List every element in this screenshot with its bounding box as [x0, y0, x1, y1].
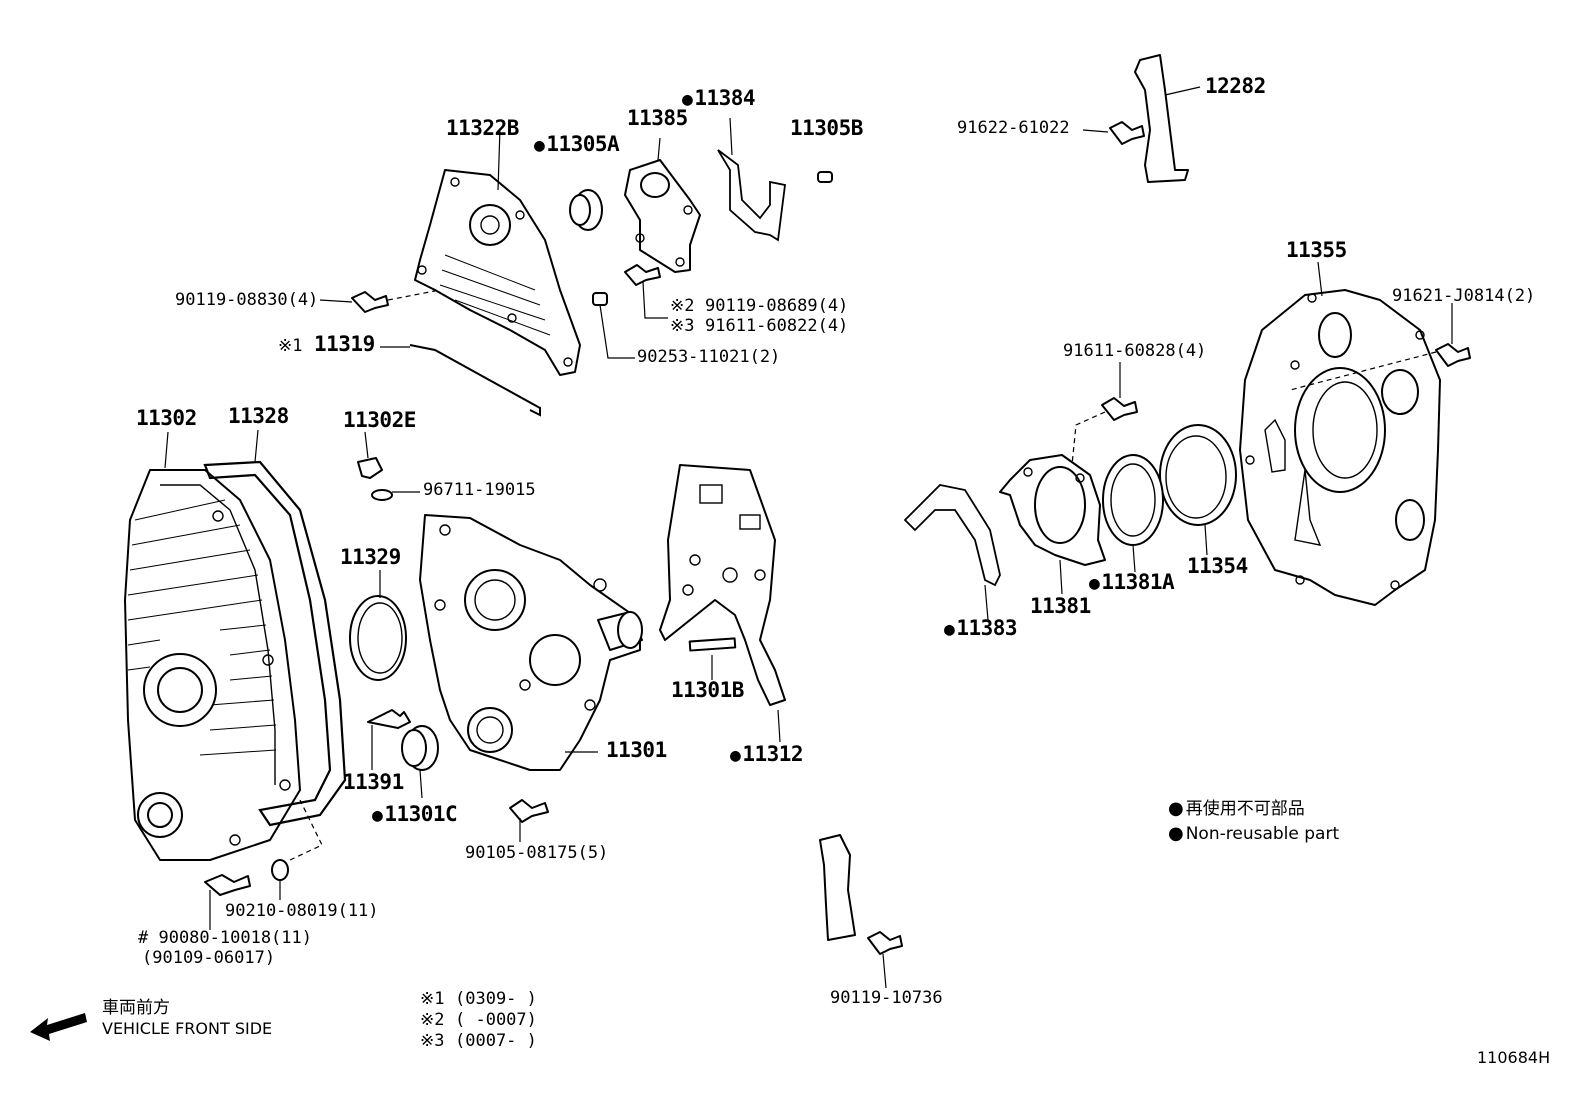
timing-cover-11302 — [124, 469, 301, 861]
label-11329: 11329 — [340, 545, 401, 569]
label-90119-10736: 90119-10736 — [830, 988, 943, 1008]
bolt-91621 — [1435, 343, 1471, 367]
direction-jp: 車両前方 — [102, 998, 170, 1018]
label-91622-61022: 91622-61022 — [957, 118, 1070, 138]
end-plate-11355 — [1239, 289, 1441, 606]
note-3-mark: ※3 — [420, 1031, 445, 1051]
label-11301: 11301 — [606, 738, 667, 762]
seal-11305A — [569, 189, 603, 231]
note-1-mark: ※1 — [420, 989, 445, 1009]
bolt-90119-08830 — [351, 291, 389, 313]
label-90109-06017: (90109-06017) — [142, 948, 276, 968]
label-11381: 11381 — [1030, 594, 1091, 618]
bracket-12282 — [1134, 54, 1189, 183]
label-11319: 11319 — [314, 332, 375, 356]
figure-id: 110684H — [1477, 1048, 1551, 1067]
washer-90210 — [271, 859, 289, 881]
oil-seal-11301C — [401, 725, 439, 771]
label-11354: 11354 — [1187, 554, 1248, 578]
bolt-90080 — [204, 874, 251, 896]
label-11301C: 11301C — [372, 804, 457, 825]
leader-lines — [164, 86, 1453, 989]
note-3-range: (0007- ) — [455, 1031, 537, 1051]
stud-11301B — [688, 637, 737, 652]
label-11391: 11391 — [343, 770, 404, 794]
case-gasket-11312 — [659, 464, 786, 706]
label-11355: 11355 — [1286, 238, 1347, 262]
legend-jp: 再使用不可部品 — [1168, 800, 1305, 818]
label-11383: 11383 — [944, 618, 1017, 639]
front-direction-arrow-icon — [30, 1013, 87, 1041]
legend-en: Non-reusable part — [1168, 825, 1339, 843]
pin-11305B — [817, 171, 833, 183]
note-2-range: ( -0007) — [455, 1010, 537, 1030]
rod-11319 — [409, 344, 541, 417]
pin-90253 — [592, 292, 608, 306]
gasket-11384 — [717, 149, 786, 242]
label-11312: 11312 — [730, 744, 803, 765]
label-90119-08830: 90119-08830(4) — [175, 290, 319, 310]
label-11384: 11384 — [682, 88, 755, 109]
bolt-90119-08689 — [624, 264, 661, 286]
gasket-11383 — [903, 484, 1001, 587]
cover-plate-11322B — [414, 169, 581, 376]
note-mark-3: ※3 — [670, 316, 695, 336]
seal-11354 — [1159, 424, 1237, 526]
pin-11391 — [367, 709, 411, 729]
timing-case-11301 — [419, 514, 643, 771]
note-mark-1: ※1 — [278, 336, 303, 356]
direction-en: VEHICLE FRONT SIDE — [102, 1019, 273, 1038]
note-2-mark: ※2 — [420, 1010, 445, 1030]
label-11302: 11302 — [136, 406, 197, 430]
plug-11302E — [357, 457, 393, 501]
label-91621-J0814: 91621-J0814(2) — [1392, 286, 1536, 306]
label-90080-10018: # 90080-10018(11) — [138, 928, 312, 948]
label-90105-08175: 90105-08175(5) — [465, 843, 609, 863]
cover-gasket-11328 — [203, 460, 347, 827]
label-11305A: 11305A — [534, 134, 619, 155]
seal-11381A — [1102, 454, 1164, 546]
bolt-90105 — [509, 799, 549, 823]
label-12282: 12282 — [1205, 74, 1266, 98]
bracket-90119-10736 — [819, 834, 903, 955]
label-11302E: 11302E — [343, 408, 416, 432]
bolt-91611-60828 — [1101, 397, 1138, 421]
label-11322B: 11322B — [446, 116, 519, 140]
label-11385: 11385 — [627, 106, 688, 130]
label-96711-19015: 96711-19015 — [423, 480, 536, 500]
o-ring-11329 — [349, 595, 407, 681]
label-90119-08689: 90119-08689(4) — [705, 296, 849, 316]
housing-11385 — [624, 159, 701, 273]
label-11328: 11328 — [228, 404, 289, 428]
retainer-11381 — [999, 454, 1106, 566]
label-11305B: 11305B — [790, 116, 863, 140]
note-1-range: (0309- ) — [455, 989, 537, 1009]
bolt-91622 — [1109, 121, 1145, 145]
note-mark-2: ※2 — [670, 296, 695, 316]
label-11381A: 11381A — [1089, 572, 1174, 593]
label-91611-60828: 91611-60828(4) — [1063, 341, 1207, 361]
label-90210-08019: 90210-08019(11) — [225, 901, 379, 921]
label-11301B: 11301B — [671, 678, 744, 702]
label-91611-60822: 91611-60822(4) — [705, 316, 849, 336]
label-90253-11021: 90253-11021(2) — [637, 347, 781, 367]
